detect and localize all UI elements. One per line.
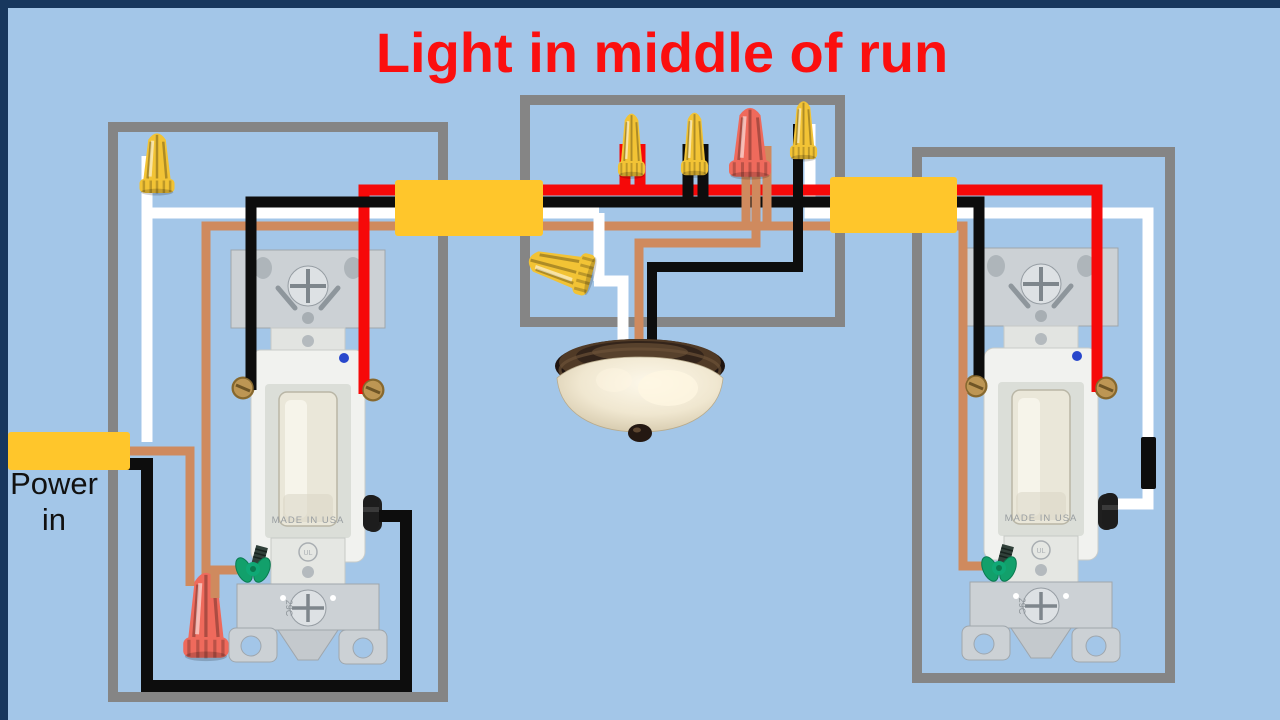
black-hot-feed-wire <box>124 458 412 692</box>
middle-to-right-cable-jacket <box>830 177 957 233</box>
black-traveler-wire <box>245 196 985 392</box>
right-switch-traveler-terminal-red <box>1094 376 1118 400</box>
white-switched-hot-return <box>804 124 1154 510</box>
left-frame-border <box>0 0 8 720</box>
flush-mount-ceiling-light <box>555 339 725 442</box>
power-in-label-line2: in <box>42 502 66 537</box>
black-tape-on-white-wire <box>1141 437 1156 489</box>
copper-ground-to-light <box>634 146 761 360</box>
power-in-cable-jacket <box>8 432 130 470</box>
left-to-middle-cable-jacket <box>395 180 543 236</box>
left-switch-common-terminal <box>363 495 379 531</box>
left-switch-traveler-terminal-red <box>361 378 385 402</box>
right-switch-traveler-terminal-black <box>964 374 988 398</box>
top-frame-border <box>0 0 1280 8</box>
red-traveler-wire <box>358 184 1103 394</box>
copper-ground-wire-power <box>126 446 195 586</box>
left-switch-traveler-terminal-black <box>231 376 255 400</box>
light-finial-knob <box>628 424 652 442</box>
power-in-label-line1: Power <box>10 466 98 501</box>
black-light-wire <box>647 124 803 360</box>
copper-ground-wire-run <box>201 221 988 586</box>
left-switch-box <box>108 122 448 702</box>
white-neutral-to-light <box>594 275 629 360</box>
right-switch-box <box>912 147 1175 683</box>
diagram-title: Light in middle of run <box>376 21 948 84</box>
right-switch-common-terminal <box>1102 493 1118 529</box>
